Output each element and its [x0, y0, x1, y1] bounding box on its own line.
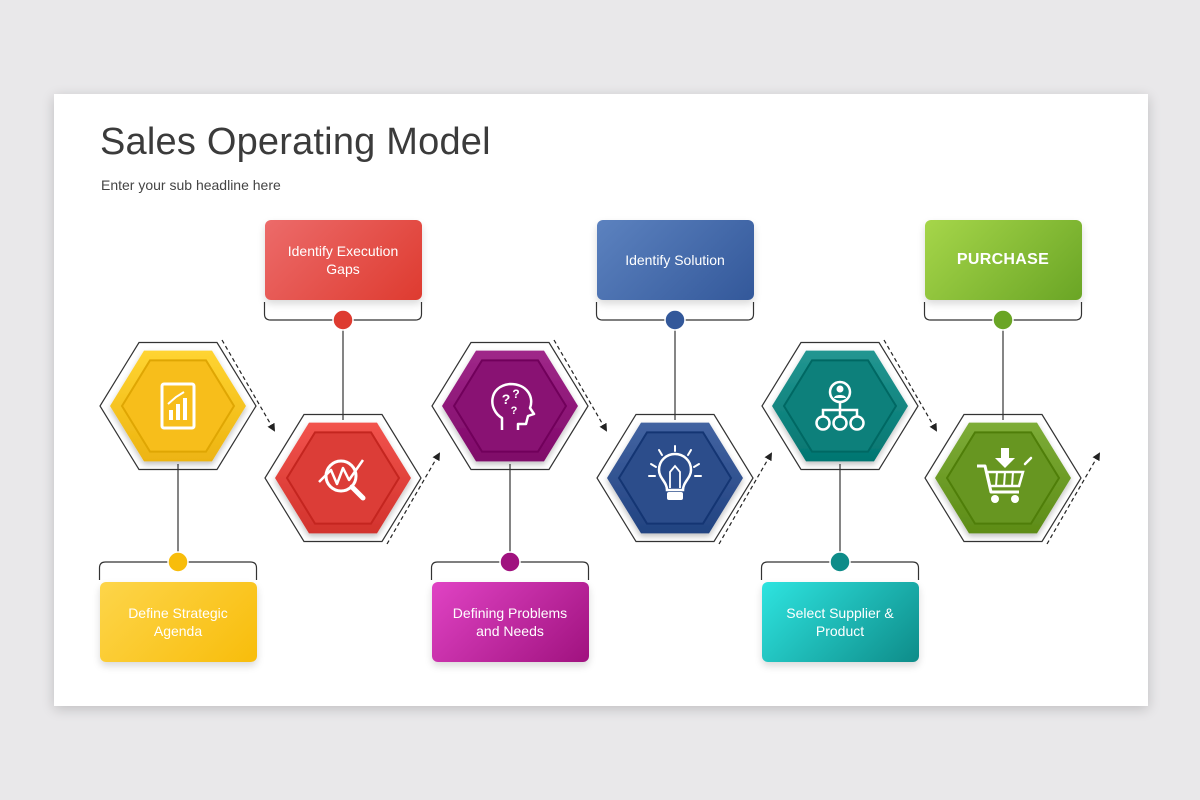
hexagon-outline: [596, 413, 754, 543]
hexagon-outline: [99, 341, 257, 471]
hexagon-outline: [431, 341, 589, 471]
step-label: Identify Solution: [625, 252, 725, 268]
step-label-box: Define Strategic Agenda: [99, 582, 257, 662]
step-label-box: PURCHASE: [924, 220, 1082, 300]
flow-arrow: [221, 339, 276, 432]
hexagon-inner: [945, 431, 1061, 525]
hexagon-outline: [264, 413, 422, 543]
flow-arrow: [1046, 452, 1101, 545]
hexagon-outline: [761, 341, 919, 471]
head-question-icon: ???: [491, 382, 536, 430]
hexagon-inner: [452, 359, 568, 453]
hierarchy-person-icon: [815, 380, 865, 431]
step-label-box: Identify Execution Gaps: [264, 220, 422, 300]
slide-title: Sales Operating Model: [100, 121, 491, 163]
hexagon-inner: [285, 431, 401, 525]
flow-arrow: [718, 452, 773, 545]
flow-arrow: [553, 339, 608, 432]
lightbulb-icon: [648, 445, 702, 500]
report-chart-icon: [160, 382, 196, 430]
magnifier-analysis-icon: [318, 459, 366, 501]
step-label: PURCHASE: [956, 251, 1050, 268]
step-label-box: Defining Problems and Needs: [431, 582, 589, 662]
connector-dot: [829, 551, 851, 573]
hexagon-inner: [617, 431, 733, 525]
step-label-box: Select Supplier & Product: [761, 582, 919, 662]
connector-dot: [992, 309, 1014, 331]
connector-dot: [499, 551, 521, 573]
step-label: Identify Execution Gaps: [287, 243, 399, 277]
slide-subtitle: Enter your sub headline here: [101, 177, 281, 193]
step-label: Define Strategic Agenda: [128, 605, 228, 639]
connector-dot: [167, 551, 189, 573]
shopping-cart-icon: [977, 448, 1033, 503]
connector-dot: [664, 309, 686, 331]
step-label: Select Supplier & Product: [786, 605, 894, 639]
svg-text:?: ?: [512, 387, 519, 401]
svg-text:?: ?: [511, 405, 518, 417]
connector-dot: [332, 309, 354, 331]
flow-arrow: [883, 339, 938, 432]
step-label-box: Identify Solution: [596, 220, 754, 300]
step-label: Defining Problems and Needs: [452, 605, 568, 639]
svg-text:?: ?: [502, 391, 511, 407]
hexagon-outline: [924, 413, 1082, 543]
flow-arrow: [386, 452, 441, 545]
